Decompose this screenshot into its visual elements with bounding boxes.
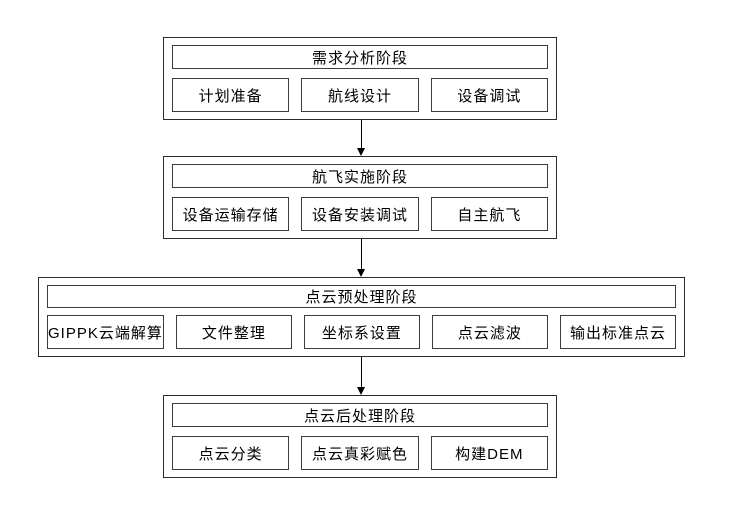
stage-steps-row: 计划准备 航线设计 设备调试 (172, 78, 548, 112)
arrow-head-icon (357, 387, 365, 395)
arrow-head-icon (357, 269, 365, 277)
stage-title: 需求分析阶段 (172, 45, 548, 69)
stage-pointcloud-postprocessing: 点云后处理阶段 点云分类 点云真彩赋色 构建DEM (163, 395, 557, 478)
stage-title: 航飞实施阶段 (172, 164, 548, 188)
step-autonomous-flight: 自主航飞 (430, 197, 548, 231)
step-build-dem: 构建DEM (430, 436, 548, 470)
arrow-shaft (360, 239, 362, 270)
step-route-design: 航线设计 (301, 78, 419, 112)
step-pointcloud-classification: 点云分类 (172, 436, 290, 470)
stage-pointcloud-preprocessing: 点云预处理阶段 GIPPK云端解算 文件整理 坐标系设置 点云滤波 输出标准点云 (38, 277, 685, 357)
step-file-organization: 文件整理 (175, 315, 292, 349)
step-plan-preparation: 计划准备 (172, 78, 290, 112)
step-equipment-transport-storage: 设备运输存储 (172, 197, 290, 231)
stage-steps-row: 点云分类 点云真彩赋色 构建DEM (172, 436, 548, 470)
stage-steps-row: GIPPK云端解算 文件整理 坐标系设置 点云滤波 输出标准点云 (47, 315, 676, 349)
arrow-head-icon (357, 148, 365, 156)
step-output-standard-pointcloud: 输出标准点云 (559, 315, 676, 349)
stage-requirements-analysis: 需求分析阶段 计划准备 航线设计 设备调试 (163, 37, 557, 120)
step-coordinate-system-setting: 坐标系设置 (303, 315, 420, 349)
step-equipment-install-debug: 设备安装调试 (301, 197, 419, 231)
step-pointcloud-truecolor: 点云真彩赋色 (301, 436, 419, 470)
stage-title: 点云后处理阶段 (172, 403, 548, 427)
step-equipment-debugging: 设备调试 (430, 78, 548, 112)
stage-flight-implementation: 航飞实施阶段 设备运输存储 设备安装调试 自主航飞 (163, 156, 557, 239)
step-pointcloud-filtering: 点云滤波 (431, 315, 548, 349)
step-gippk-cloud-solution: GIPPK云端解算 (47, 315, 164, 349)
stage-steps-row: 设备运输存储 设备安装调试 自主航飞 (172, 197, 548, 231)
stage-title: 点云预处理阶段 (47, 285, 676, 308)
arrow-shaft (360, 357, 362, 388)
arrow-shaft (360, 120, 362, 149)
